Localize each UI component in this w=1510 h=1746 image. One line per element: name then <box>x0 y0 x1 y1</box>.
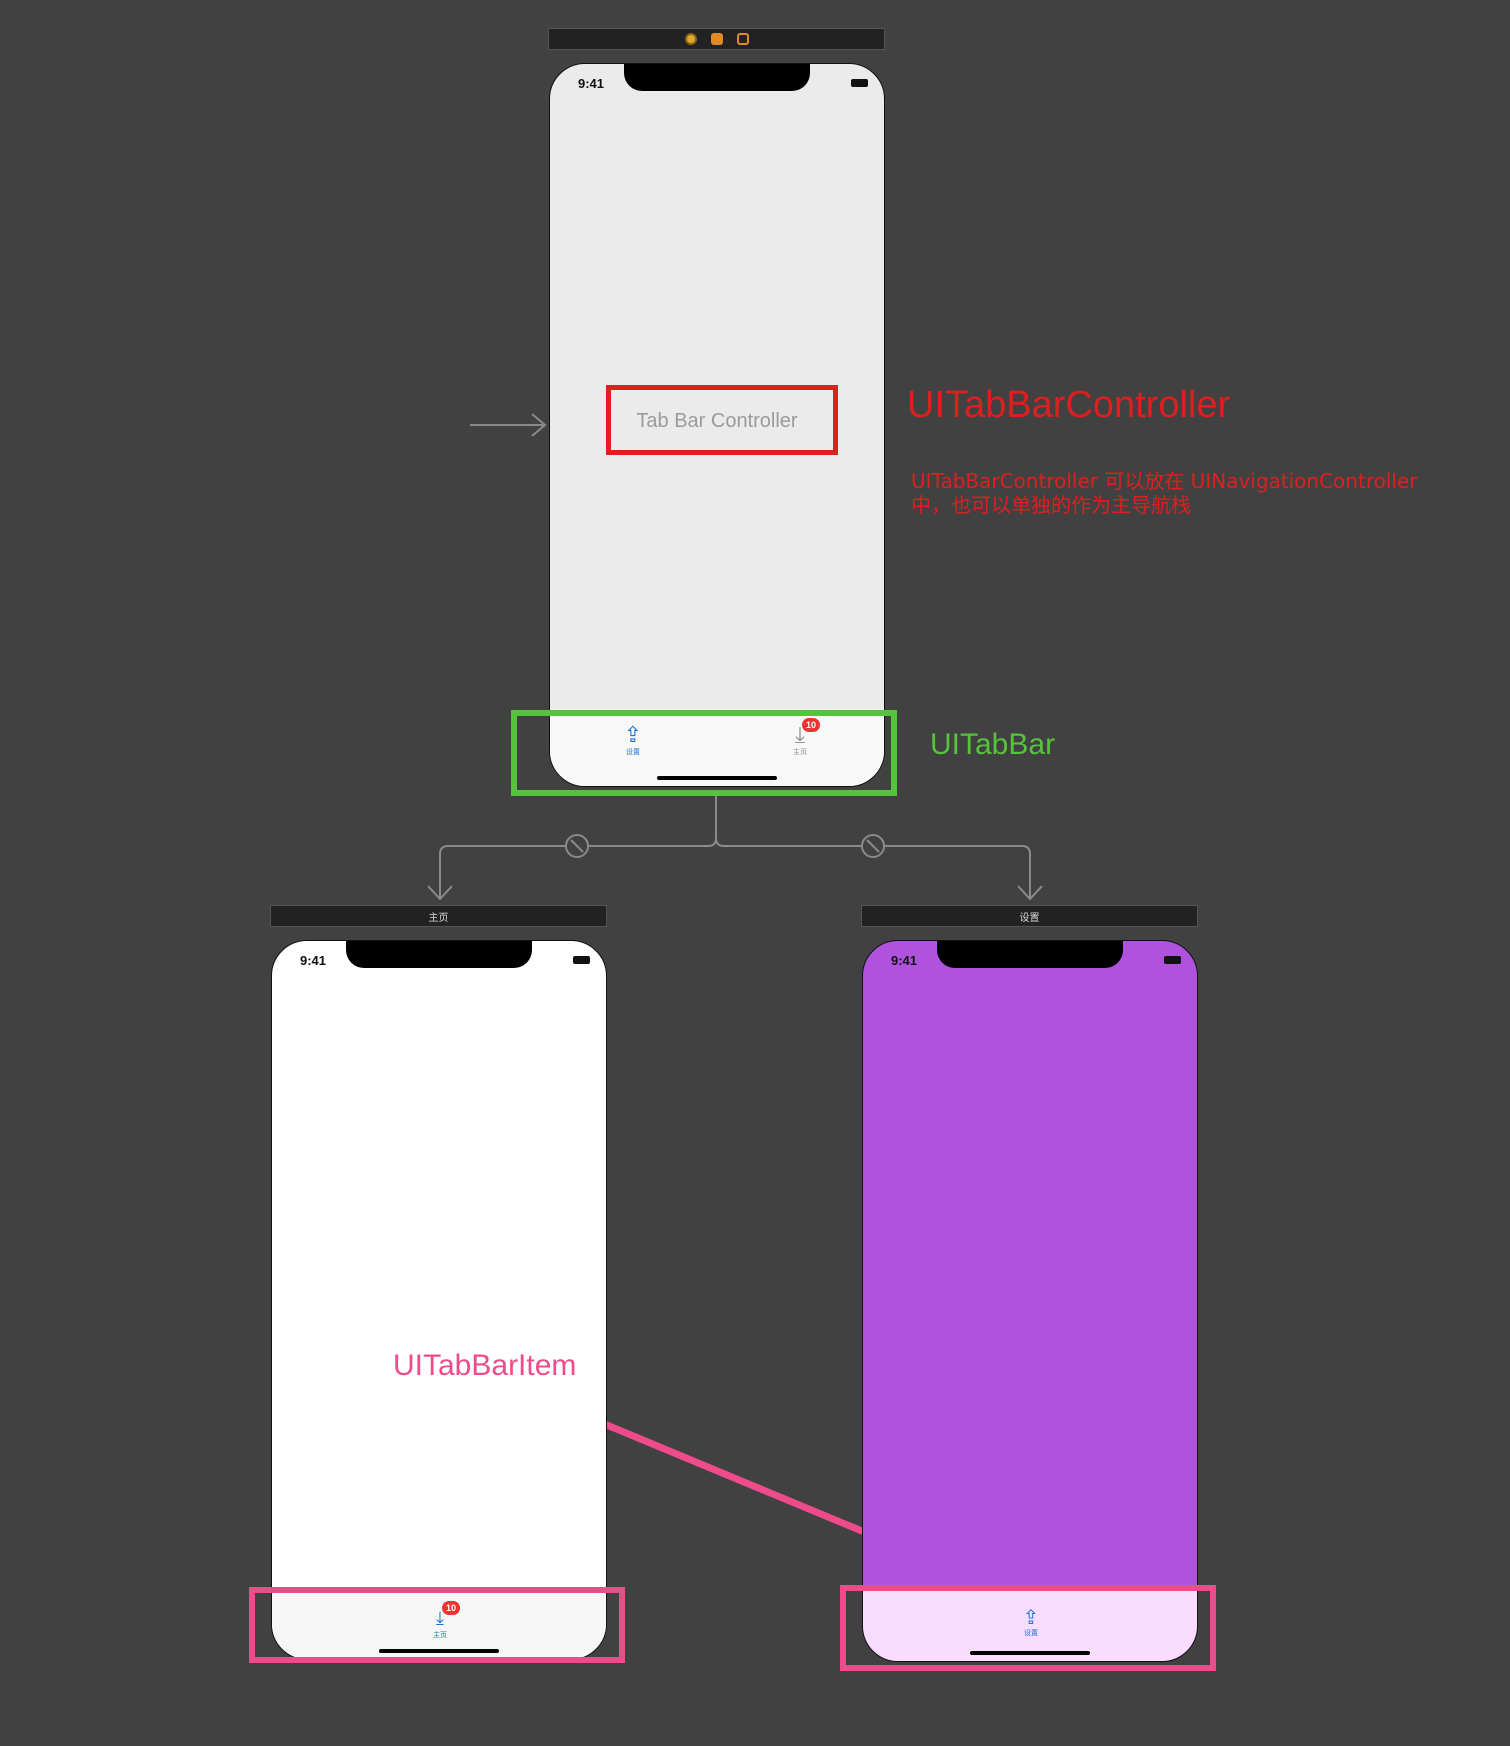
tab-bar-controller-scene-dock[interactable] <box>548 28 885 50</box>
settings-phone[interactable]: 9:41 ⇪ 设置 <box>862 940 1198 1662</box>
home-indicator <box>970 1651 1090 1655</box>
annotation-uitabbaritem: UITabBarItem <box>393 1349 577 1382</box>
tab-bar-controller-placeholder: Tab Bar Controller <box>636 410 798 432</box>
entry-point-arrow <box>470 413 547 437</box>
tab-item-settings[interactable]: ⇪ 设置 <box>1011 1605 1051 1638</box>
scene-title: 主页 <box>428 912 449 924</box>
exit-icon[interactable] <box>736 33 749 45</box>
tab-badge: 10 <box>442 1601 461 1615</box>
settings-tab-bar-item-highlight-box <box>840 1585 1216 1671</box>
tab-item-settings[interactable]: ⇪ 设置 <box>613 724 653 757</box>
notch <box>624 64 810 91</box>
share-icon: ⇪ <box>623 723 643 748</box>
share-icon: ⇪ <box>1022 1605 1040 1629</box>
notch <box>937 941 1123 968</box>
tab-badge: 10 <box>802 718 821 732</box>
tab-label: 设置 <box>1024 1629 1038 1637</box>
tab-bar-controller-highlight-box <box>606 385 838 455</box>
first-responder-icon[interactable] <box>684 33 697 45</box>
segue-icon-home <box>565 834 589 858</box>
tab-bar[interactable]: ⇪ 设置 ⤓ 主页 10 <box>550 711 884 786</box>
download-icon: ⤓ <box>436 1608 444 1629</box>
relationship-segue-lines <box>427 790 1043 901</box>
battery-icon <box>851 79 868 87</box>
status-time: 9:41 <box>578 76 605 91</box>
tab-bar[interactable]: ⇪ 设置 <box>863 1591 1197 1661</box>
annotation-uitabbar: UITabBar <box>930 728 1056 761</box>
status-time: 9:41 <box>891 953 918 968</box>
notch <box>346 941 532 968</box>
annotation-controller-note-1: UITabBarController 可以放在 UINavigationCont… <box>911 469 1418 493</box>
battery-icon <box>1164 956 1181 964</box>
home-indicator <box>379 1649 499 1653</box>
tab-item-home[interactable]: ⤓ 主页 10 <box>420 1601 461 1640</box>
annotation-uitabbarcontroller-title: UITabBarController <box>907 384 1231 426</box>
tab-item-home[interactable]: ⤓ 主页 10 <box>780 718 821 757</box>
home-phone[interactable]: 9:41 ⤓ 主页 10 <box>271 940 607 1660</box>
tab-label: 主页 <box>793 748 807 756</box>
status-time: 9:41 <box>300 953 327 968</box>
download-icon: ⤓ <box>795 723 805 748</box>
settings-scene-dock[interactable]: 设置 <box>861 905 1198 927</box>
tab-bar-controller-phone[interactable]: 9:41 Tab Bar Controller ⇪ 设置 ⤓ 主页 10 <box>549 63 885 787</box>
annotation-controller-note-2: 中，也可以单独的作为主导航栈 <box>911 493 1191 517</box>
home-indicator <box>657 776 777 780</box>
tab-label: 主页 <box>433 1631 447 1639</box>
segue-icon-settings <box>861 834 885 858</box>
scene-title: 设置 <box>1019 912 1040 924</box>
battery-icon <box>573 956 590 964</box>
tab-bar-highlight-box <box>511 710 897 796</box>
home-tab-bar-item-highlight-box <box>249 1587 625 1663</box>
tab-label: 设置 <box>626 748 640 756</box>
home-scene-dock[interactable]: 主页 <box>270 905 607 927</box>
controller-cube-icon[interactable] <box>710 33 723 45</box>
